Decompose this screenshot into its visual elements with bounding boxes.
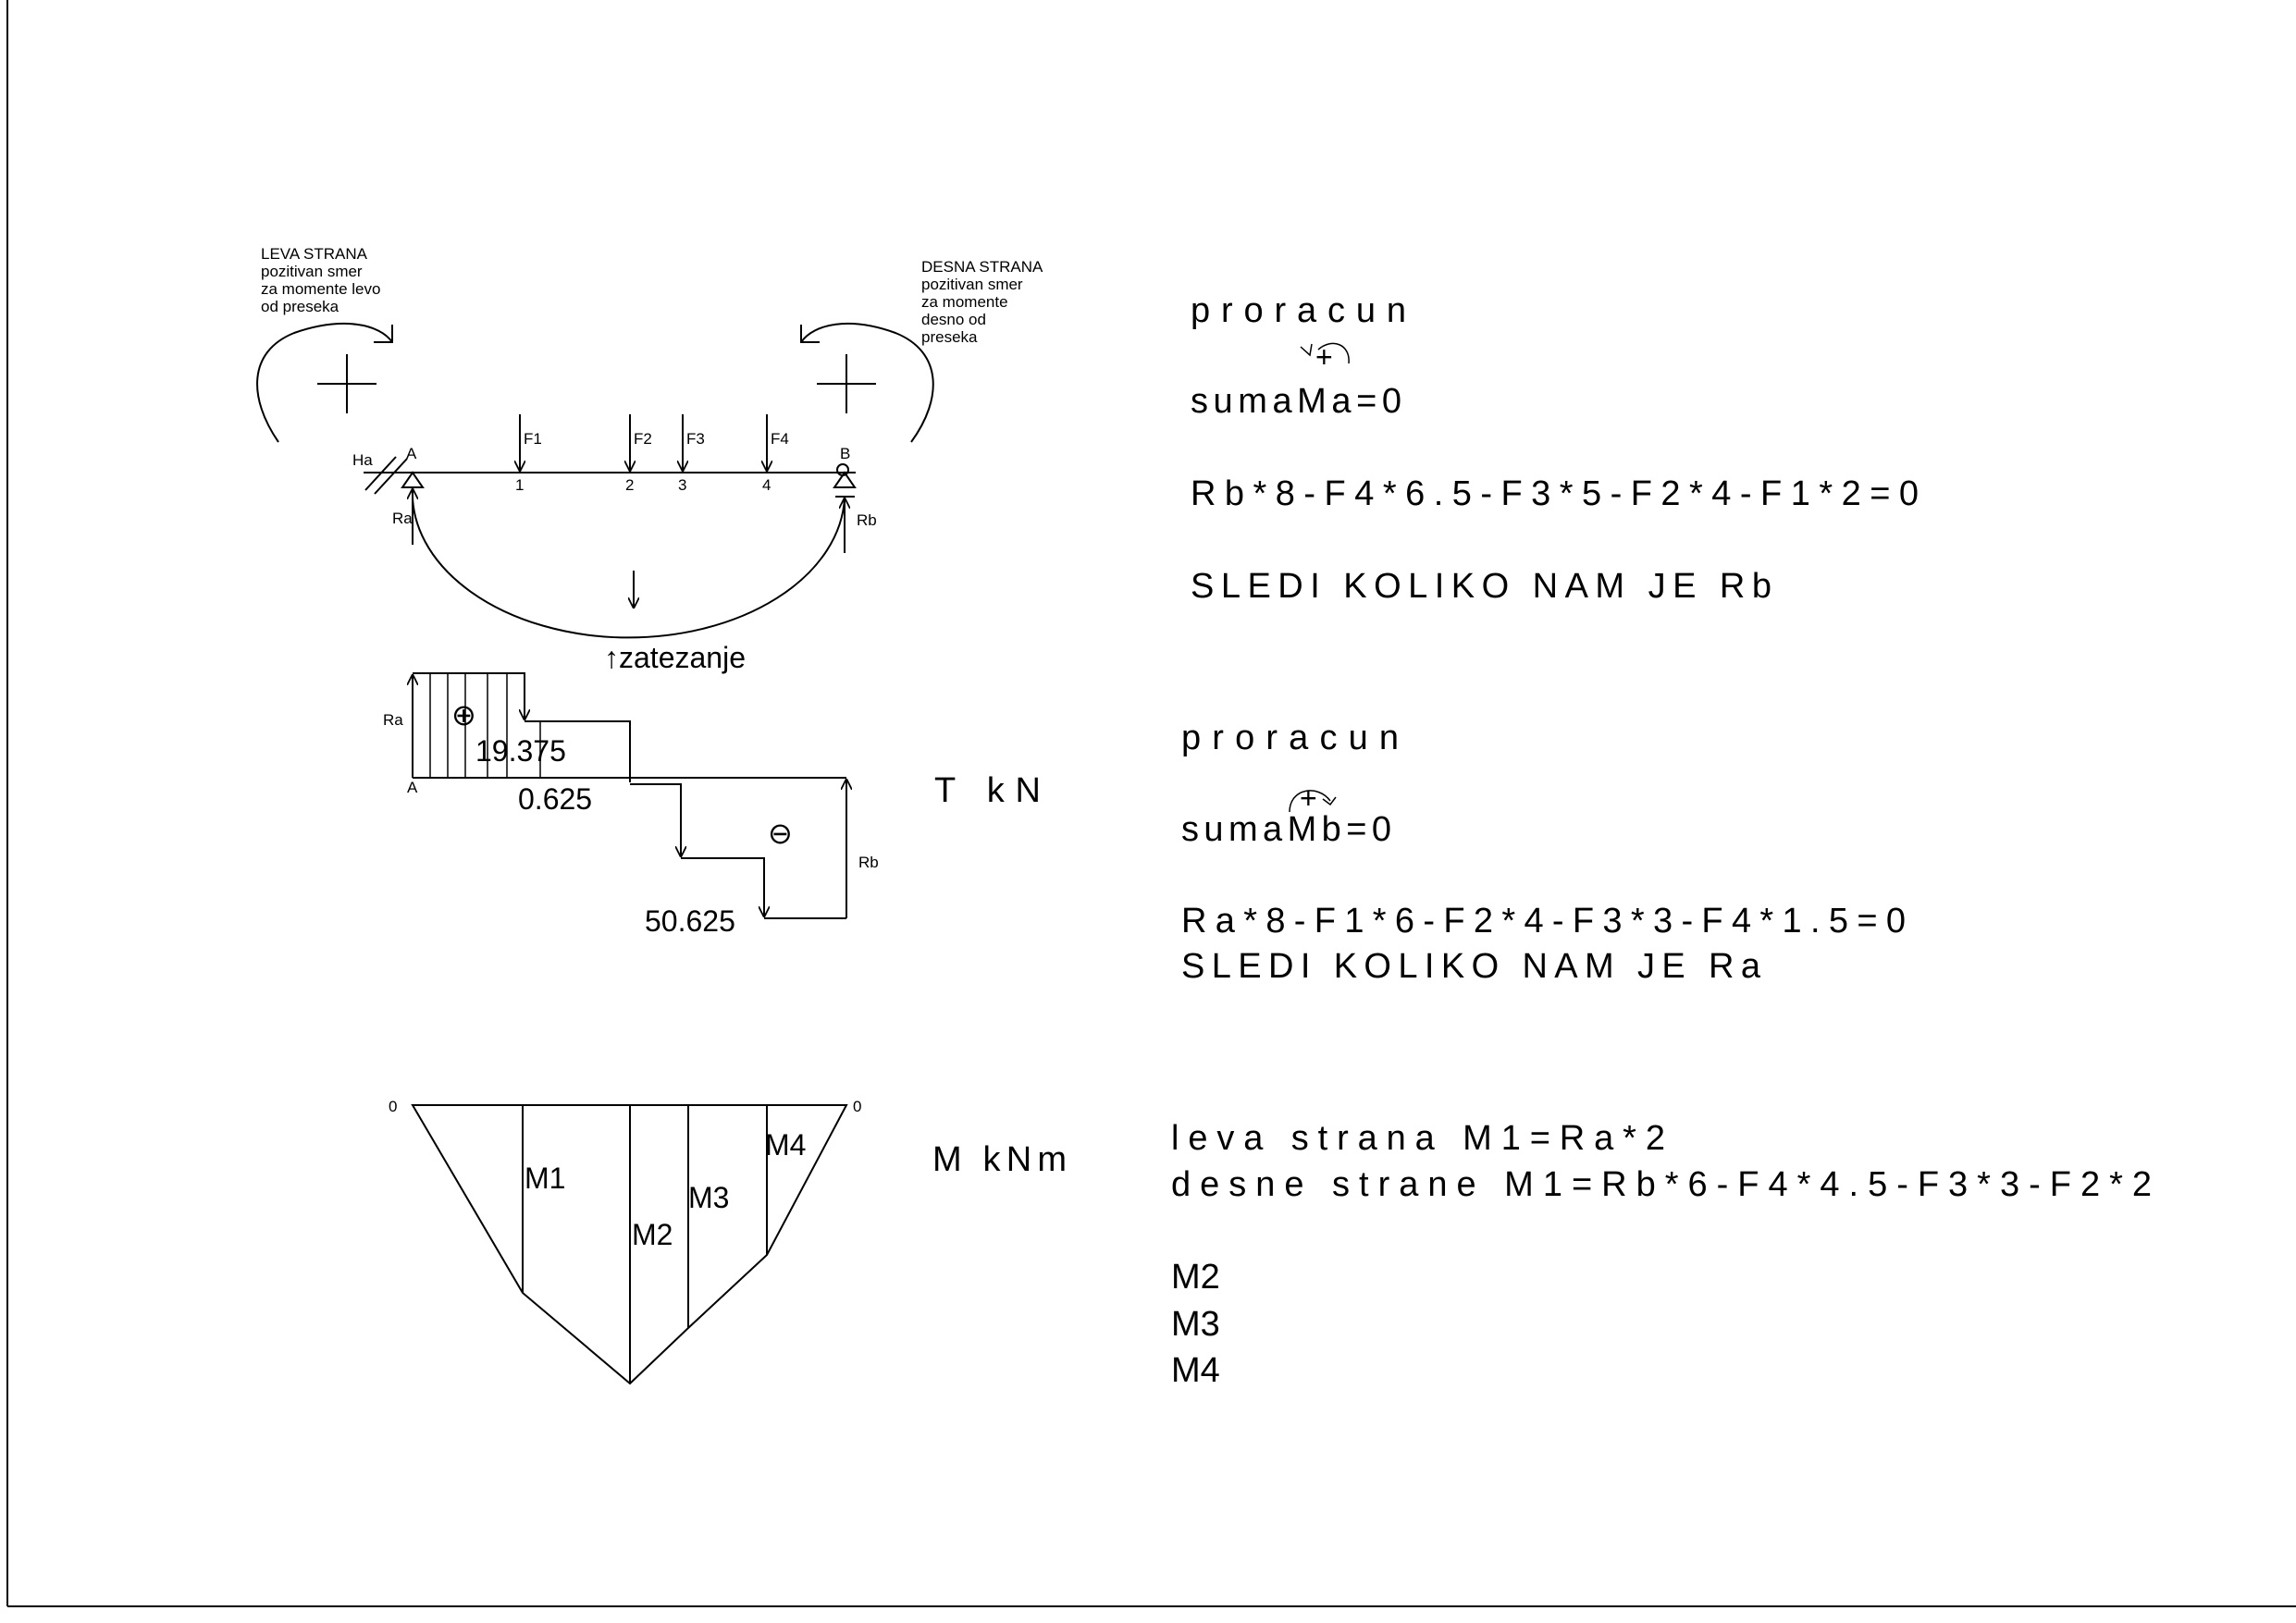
moment-ordinates: [522, 1105, 768, 1383]
ccw-arrowhead: [1300, 343, 1313, 357]
moment-end-right: 0: [853, 1098, 861, 1115]
calculations: proracun + sumaMa=0 Rb*8-F4*6.5-F3*5-F2*…: [1171, 291, 2152, 1390]
support-a-triangle-icon: [401, 471, 425, 488]
calc-moment: M4: [1171, 1351, 1220, 1390]
moment-end-left: 0: [389, 1098, 397, 1115]
support-a-label: A: [406, 445, 417, 462]
moment-diagram: 0 0 M1 M2 M3 M4 M kNm: [389, 1098, 1067, 1385]
calc-moment: M3: [1171, 1305, 1220, 1344]
shear-title: T kN: [934, 771, 1041, 810]
left-arc-arrowhead: [374, 325, 393, 343]
support-b-triangle-icon: [833, 471, 857, 498]
shear-hatching: [429, 673, 541, 778]
calc-conclusion: SLEDI KOLIKO NAM JE Rb: [1191, 567, 1771, 606]
point-label: 4: [762, 476, 771, 494]
moment-label: M4: [765, 1128, 806, 1162]
calc-m1-right: desne strane M1=Rb*6-F4*4.5-F3*3-F2*2: [1171, 1165, 2152, 1204]
shear-value: 0.625: [518, 782, 592, 816]
right-note-line: DESNA STRANA: [921, 258, 1043, 276]
calc-equation: Rb*8-F4*6.5-F3*5-F2*4-F1*2=0: [1191, 474, 1919, 513]
shear-step-negative: [630, 783, 682, 856]
point-label: 3: [678, 476, 686, 494]
fixed-hatch-icon: [364, 456, 408, 495]
positive-sign-icon: ⊕: [451, 698, 476, 732]
right-plus-icon: [817, 354, 876, 413]
shear-rb-label: Rb: [858, 854, 879, 871]
tension-label: ↑zatezanje: [604, 641, 746, 674]
shear-a-label: A: [407, 779, 418, 796]
right-moment-arc-icon: [800, 323, 934, 443]
moment-title: M kNm: [932, 1140, 1067, 1179]
shear-ra-label: Ra: [383, 711, 403, 729]
cw-arrowhead: [1322, 796, 1337, 806]
support-b-label: B: [840, 445, 850, 462]
right-note-line: preseka: [921, 328, 978, 346]
horizontal-reaction-label: Ha: [352, 451, 373, 469]
force-label: F1: [524, 430, 542, 448]
reaction-b-label: Rb: [857, 511, 877, 529]
calc-sum: sumaMb=0: [1181, 810, 1391, 849]
shear-diagram: ⊕ ⊖ Ra A Rb 19.375 0.625 50.625 T kN: [383, 672, 1041, 938]
moment-label: M1: [525, 1162, 565, 1195]
right-note-line: za momente: [921, 293, 1008, 311]
point-label: 2: [625, 476, 634, 494]
force-label: F4: [771, 430, 789, 448]
force-label: F3: [686, 430, 705, 448]
left-note-line: od preseka: [261, 298, 339, 315]
beam-diagram: LEVA STRANA pozitivan smer za momente le…: [256, 245, 1043, 674]
ccw-plus-sign: +: [1315, 340, 1333, 374]
calc-conclusion: SLEDI KOLIKO NAM JE Ra: [1181, 947, 1761, 986]
left-note-line: LEVA STRANA: [261, 245, 368, 263]
calc-equation: Ra*8-F1*6-F2*4-F3*3-F4*1.5=0: [1181, 902, 1906, 941]
right-arc-arrowhead: [800, 325, 820, 343]
left-moment-arc-icon: [256, 323, 393, 443]
force-label: F2: [634, 430, 652, 448]
left-plus-icon: [317, 354, 376, 413]
calc-m1-left: leva strana M1=Ra*2: [1171, 1119, 1665, 1158]
left-note-line: pozitivan smer: [261, 263, 363, 280]
negative-sign-icon: ⊖: [768, 817, 793, 850]
calc-heading: proracun: [1181, 719, 1399, 757]
ccw-moment-icon: [1317, 342, 1350, 364]
right-note-line: desno od: [921, 311, 986, 328]
calc-heading: proracun: [1191, 291, 1406, 330]
moment-label: M2: [632, 1218, 673, 1251]
point-label: 1: [515, 476, 524, 494]
shear-value: 19.375: [475, 734, 566, 768]
reaction-a-label: Ra: [392, 510, 413, 527]
deflection-arc: [411, 487, 846, 639]
calc-moment: M2: [1171, 1258, 1220, 1297]
shear-step: [525, 720, 631, 782]
cw-plus-sign: +: [1300, 781, 1317, 815]
moment-label: M3: [688, 1181, 729, 1214]
left-note-line: za momente levo: [261, 280, 380, 298]
right-note-line: pozitivan smer: [921, 276, 1023, 293]
calc-sum: sumaMa=0: [1191, 382, 1401, 421]
cw-moment-icon: [1289, 790, 1331, 813]
shear-value: 50.625: [645, 904, 735, 938]
